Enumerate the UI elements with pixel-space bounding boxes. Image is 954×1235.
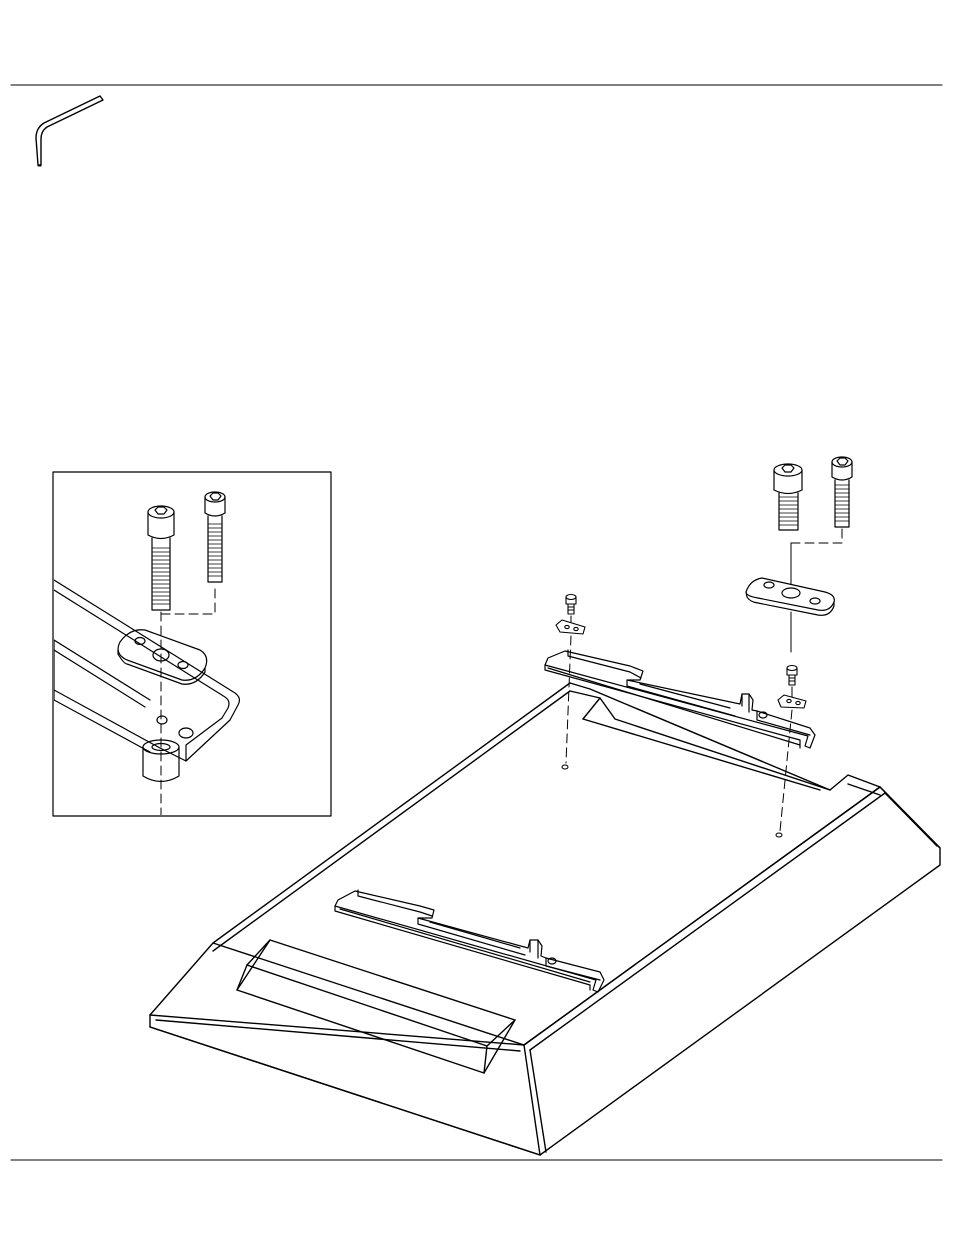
hex-key-icon (36, 96, 103, 166)
inset-cap-screw-small (205, 492, 225, 582)
pilot-hole (562, 765, 568, 769)
rail-bracket-rear (545, 650, 815, 748)
base-assembly (150, 457, 940, 1155)
inset-cap-screw-large (148, 506, 174, 610)
detail-inset (53, 472, 331, 816)
cap-screw-small (832, 457, 852, 527)
inset-frame (53, 472, 331, 816)
rail-bracket-front (335, 890, 604, 992)
inset-rail-bracket (54, 580, 239, 761)
pilot-hole (776, 833, 782, 837)
base-plate (150, 683, 940, 1155)
alignment-lines (566, 529, 842, 831)
cap-screw-large (774, 464, 802, 530)
plate-washer-rail-left (556, 620, 585, 634)
cap-screw-rail-right (787, 666, 797, 686)
plate-washer-large (746, 578, 834, 615)
cap-screw-rail-left (566, 595, 576, 615)
